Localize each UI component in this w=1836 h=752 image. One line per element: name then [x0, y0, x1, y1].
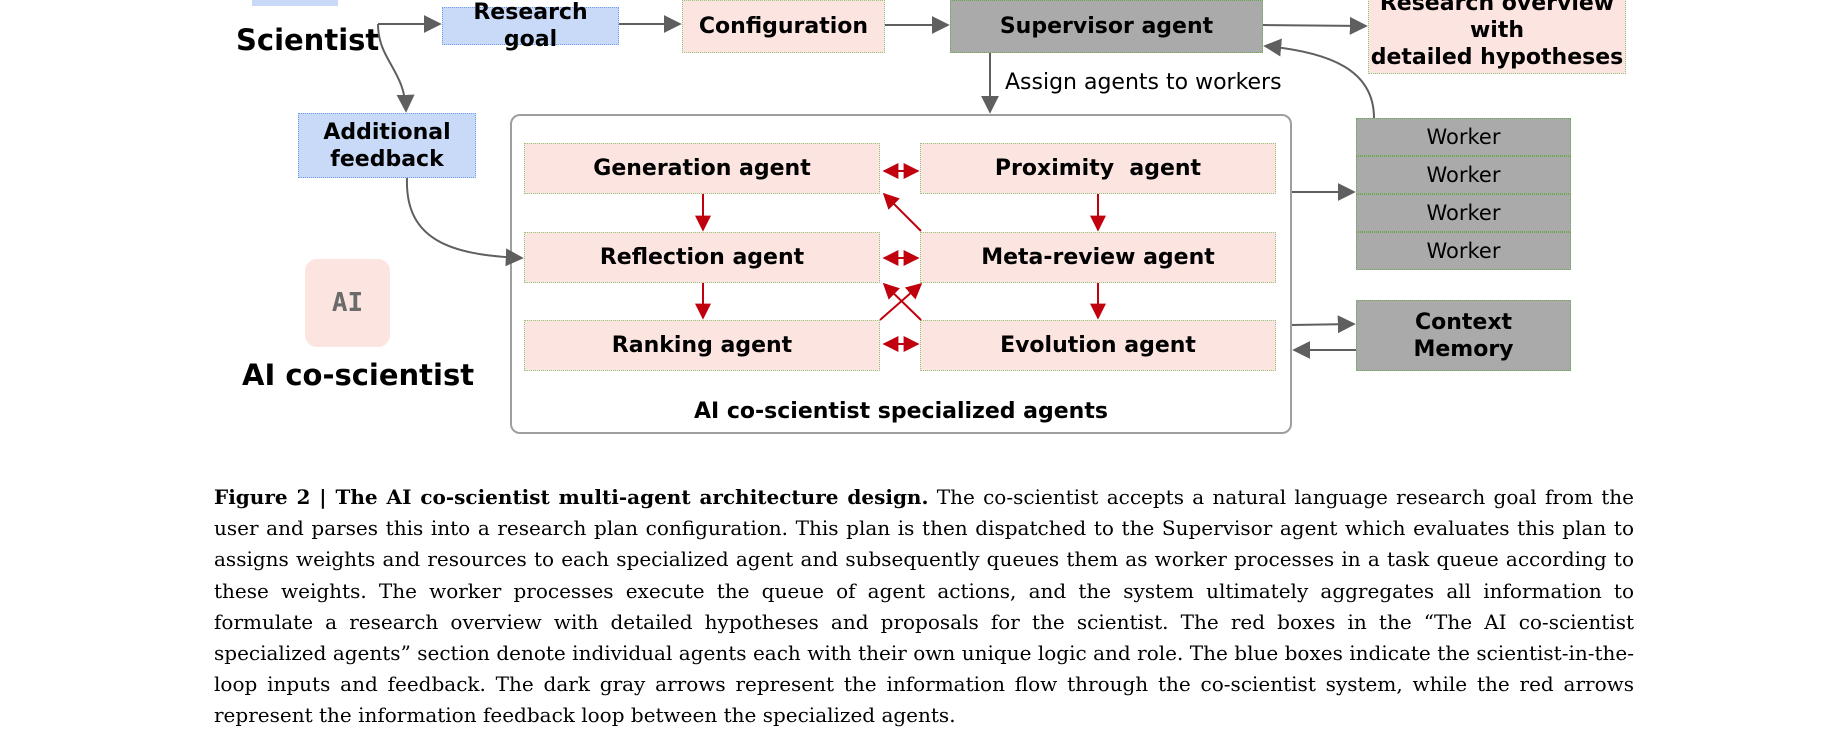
reflection-agent-label: Reflection agent — [599, 245, 805, 270]
meta-review-agent-label: Meta-review agent — [981, 245, 1215, 270]
worker-box: Worker — [1356, 194, 1571, 232]
worker-label: Worker — [1426, 238, 1501, 263]
supervisor-agent-label: Supervisor agent — [999, 14, 1214, 39]
supervisor-agent-box: Supervisor agent — [950, 0, 1263, 53]
generation-agent-box: Generation agent — [524, 143, 880, 194]
caption-label: Figure 2 | The AI co-scientist multi-age… — [214, 485, 929, 509]
worker-label: Worker — [1426, 124, 1501, 149]
memory-line-1: Context — [1414, 309, 1513, 335]
scientist-label: Scientist — [236, 23, 380, 57]
worker-label: Worker — [1426, 200, 1501, 225]
arrow-scientist-to-feedback — [377, 23, 415, 113]
meta-review-agent-box: Meta-review agent — [920, 232, 1276, 283]
arrow-agents-to-memory — [1291, 315, 1356, 334]
overview-line-1: Research overview — [1379, 0, 1615, 16]
research-goal-label: Research goal — [473, 0, 588, 52]
worker-box: Worker — [1356, 118, 1571, 156]
arrow-workers-to-supervisor — [1263, 38, 1375, 119]
ai-coscientist-label: AI co-scientist — [242, 358, 475, 392]
proximity-agent-box: Proximity agent — [920, 143, 1276, 194]
caption-text: The co-scientist accepts a natural langu… — [214, 485, 1635, 728]
worker-box: Worker — [1356, 232, 1571, 270]
assign-agents-label: Assign agents to workers — [1005, 70, 1282, 95]
figure-caption: Figure 2 | The AI co-scientist multi-age… — [214, 482, 1634, 732]
architecture-diagram: Scientist AI AI co-scientist Research go… — [236, 0, 1626, 434]
scientist-avatar — [252, 0, 338, 6]
worker-box: Worker — [1356, 156, 1571, 194]
research-overview-box: Research overview with detailed hypothes… — [1368, 0, 1626, 74]
evolution-agent-box: Evolution agent — [920, 320, 1276, 371]
evolution-agent-label: Evolution agent — [1000, 333, 1196, 358]
research-goal-box: Research goal — [442, 0, 619, 52]
arrow-metareview-to-generation — [882, 192, 922, 232]
overview-line-2: with — [1469, 17, 1525, 43]
reflection-agent-box: Reflection agent — [524, 232, 880, 283]
context-memory-box: Context Memory — [1356, 300, 1571, 371]
worker-label: Worker — [1426, 162, 1501, 187]
ranking-agent-box: Ranking agent — [524, 320, 880, 371]
ai-icon: AI — [305, 259, 390, 347]
feedback-line-1: Additional — [323, 119, 451, 145]
arrows-layer — [377, 15, 1375, 359]
specialized-agents-title: AI co-scientist specialized agents — [694, 399, 1108, 424]
arrow-evolution-to-reflection — [882, 282, 922, 321]
proximity-agent-label: Proximity agent — [994, 156, 1202, 181]
arrow-supervisor-to-overview — [1262, 16, 1368, 35]
arrow-feedback-to-reflection — [405, 177, 524, 267]
memory-line-2: Memory — [1413, 336, 1514, 362]
generation-agent-label: Generation agent — [593, 156, 811, 181]
configuration-label: Configuration — [698, 14, 869, 39]
arrow-ranking-to-metareview — [879, 282, 923, 321]
ranking-agent-label: Ranking agent — [611, 333, 793, 358]
overview-line-3: detailed hypotheses — [1370, 44, 1624, 70]
specialized-agents-container — [510, 114, 1292, 434]
additional-feedback-box: Additional feedback — [298, 113, 476, 178]
configuration-box: Configuration — [682, 0, 885, 53]
feedback-line-2: feedback — [330, 146, 444, 172]
